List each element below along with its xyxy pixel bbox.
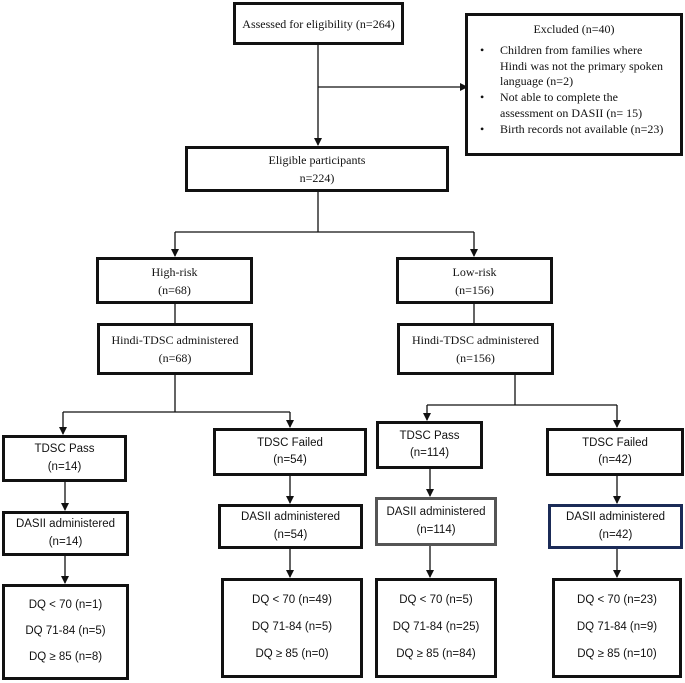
exclusion-reasons-list: Children from families where Hindi was n… <box>476 43 672 138</box>
low-pass-dasii-label: DASII administered <box>386 506 486 519</box>
low-failed-count: (n=42) <box>598 454 632 466</box>
dq-outcome: DQ < 70 (n=49) <box>252 593 332 606</box>
low-failed-dasii-box: DASII administered (n=42) <box>548 504 683 549</box>
low-pass-dq-box: DQ < 70 (n=5) DQ 71-84 (n=25) DQ ≥ 85 (n… <box>375 578 497 678</box>
dq-outcome: DQ ≥ 85 (n=10) <box>577 648 657 661</box>
high-failed-dq-box: DQ < 70 (n=49) DQ 71-84 (n=5) DQ ≥ 85 (n… <box>221 578 363 678</box>
low-failed-dasii-label: DASII administered <box>565 511 666 524</box>
high-failed-dasii-count: (n=54) <box>273 528 308 541</box>
high-pass-dasii-label: DASII administered <box>15 518 116 531</box>
low-pass-label: TDSC Pass <box>399 429 460 442</box>
dq-outcome: DQ 71-84 (n=5) <box>251 621 333 634</box>
high-risk-label: High-risk <box>151 264 198 279</box>
eligible-label: Eligible participants <box>268 153 366 167</box>
low-risk-box: Low-risk (n=156) <box>396 257 553 304</box>
high-failed-dasii-box: DASII administered (n=54) <box>218 504 363 549</box>
high-tdsc-label: Hindi-TDSC administered <box>111 333 239 347</box>
dq-outcome: DQ ≥ 85 (n=84) <box>396 648 476 661</box>
dq-outcome: DQ 71-84 (n=5) <box>25 625 106 638</box>
dq-outcome: DQ ≥ 85 (n=8) <box>28 651 103 664</box>
high-pass-box: TDSC Pass (n=14) <box>2 435 127 482</box>
low-risk-count: (n=156) <box>455 282 494 297</box>
high-pass-dasii-count: (n=14) <box>48 535 83 548</box>
eligible-box: Eligible participants n=224) <box>185 146 449 192</box>
high-risk-count: (n=68) <box>158 282 191 297</box>
high-failed-label: TDSC Failed <box>257 436 323 449</box>
low-pass-dasii-box: DASII administered (n=114) <box>375 497 497 546</box>
low-failed-dasii-count: (n=42) <box>598 528 633 541</box>
dq-outcome: DQ < 70 (n=23) <box>577 593 657 606</box>
dq-outcome: DQ ≥ 85 (n=0) <box>255 648 329 661</box>
low-risk-label: Low-risk <box>452 264 497 279</box>
low-pass-box: TDSC Pass (n=114) <box>376 421 483 469</box>
low-pass-dasii-count: (n=114) <box>416 523 456 536</box>
low-tdsc-count: (n=156) <box>456 351 495 365</box>
exclusion-reason: Birth records not available (n=23) <box>480 122 672 138</box>
high-failed-dasii-label: DASII administered <box>240 511 341 524</box>
high-tdsc-box: Hindi-TDSC administered (n=68) <box>97 323 253 375</box>
high-risk-box: High-risk (n=68) <box>96 257 253 304</box>
eligible-count: n=224) <box>299 171 335 185</box>
exclusion-reason: Children from families where Hindi was n… <box>480 43 672 89</box>
low-tdsc-box: Hindi-TDSC administered (n=156) <box>397 323 554 375</box>
excluded-title: Excluded (n=40) <box>533 22 615 36</box>
assessed-box: Assessed for eligibility (n=264) <box>233 2 404 45</box>
dq-outcome: DQ < 70 (n=5) <box>399 593 473 606</box>
exclusion-reason: Not able to complete the assessment on D… <box>480 90 672 121</box>
high-pass-dq-box: DQ < 70 (n=1) DQ 71-84 (n=5) DQ ≥ 85 (n=… <box>2 584 129 680</box>
low-failed-label: TDSC Failed <box>582 436 648 449</box>
low-tdsc-label: Hindi-TDSC administered <box>412 333 539 347</box>
low-failed-dq-box: DQ < 70 (n=23) DQ 71-84 (n=9) DQ ≥ 85 (n… <box>552 578 682 678</box>
excluded-box: Excluded (n=40) Children from families w… <box>465 13 683 156</box>
high-failed-count: (n=54) <box>273 454 307 466</box>
high-failed-box: TDSC Failed (n=54) <box>213 428 367 476</box>
high-pass-label: TDSC Pass <box>34 443 95 456</box>
high-tdsc-count: (n=68) <box>158 351 192 365</box>
low-pass-count: (n=114) <box>409 447 450 459</box>
assessed-label: Assessed for eligibility (n=264) <box>242 16 395 31</box>
dq-outcome: DQ < 70 (n=1) <box>28 599 103 612</box>
low-failed-box: TDSC Failed (n=42) <box>546 428 684 476</box>
dq-outcome: DQ 71-84 (n=9) <box>576 621 658 634</box>
dq-outcome: DQ 71-84 (n=25) <box>392 621 480 634</box>
high-pass-count: (n=14) <box>47 460 82 473</box>
high-pass-dasii-box: DASII administered (n=14) <box>2 511 129 556</box>
